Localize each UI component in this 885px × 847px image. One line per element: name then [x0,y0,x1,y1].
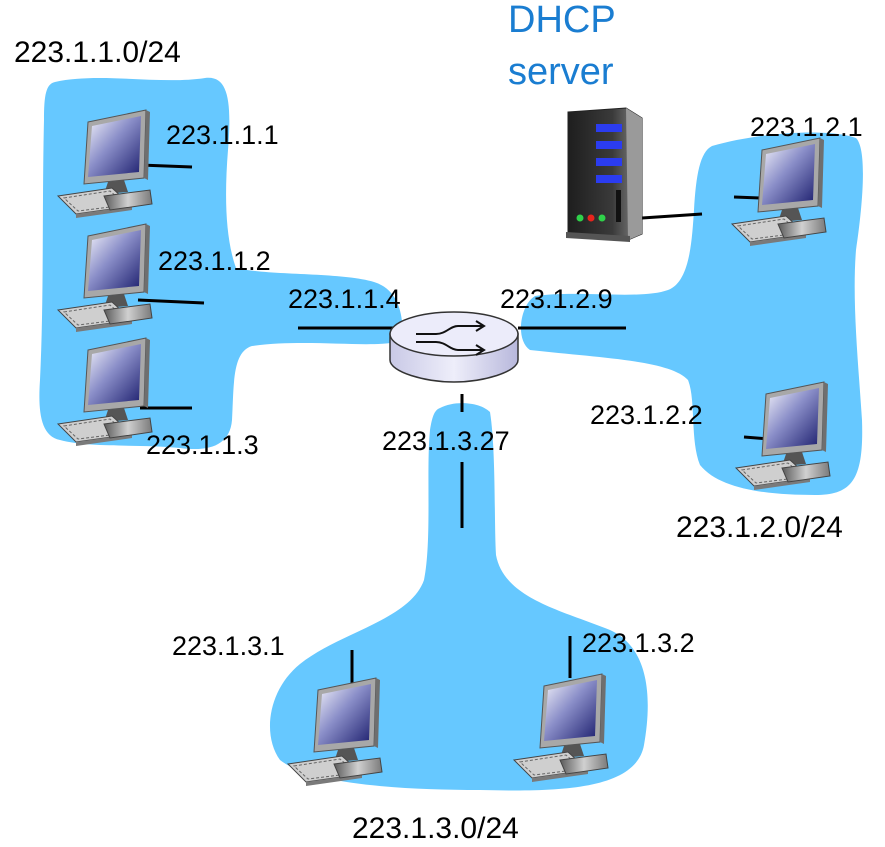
dhcp-server-title-line1: DHCP [508,0,616,41]
host-ip-label: 223.1.1.2 [158,246,271,276]
host-ip-label: 223.1.1.3 [146,430,259,460]
router-interface-label: 223.1.1.4 [288,284,401,314]
subnet-left-label: 223.1.1.0/24 [14,36,181,69]
host-ip-label: 223.1.3.1 [172,631,285,661]
router-interface-label: 223.1.3.27 [382,426,510,456]
router-icon [389,311,519,383]
subnet-bottom-label: 223.1.3.0/24 [352,812,519,845]
host-ip-label: 223.1.2.2 [590,400,703,430]
host-ip-label: 223.1.3.2 [582,628,695,658]
router-interface-label: 223.1.2.9 [500,284,613,314]
dhcp-server-title-line2: server [508,51,614,93]
host-ip-label: 223.1.1.1 [166,120,279,150]
host-ip-label: 223.1.2.1 [750,112,863,142]
subnet-right-label: 223.1.2.0/24 [676,511,843,544]
dhcp-server-icon [566,107,643,242]
